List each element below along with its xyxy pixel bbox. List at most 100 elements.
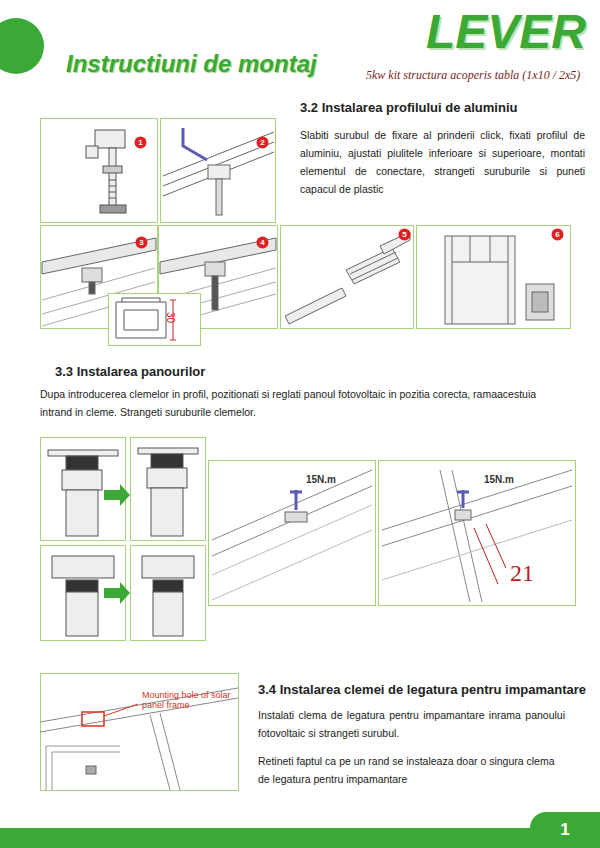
roof-hook-drawing — [103, 166, 122, 173]
paragraph: Slabiti surubul de fixare al prinderii c… — [300, 126, 585, 198]
rail-fixing-drawing — [216, 179, 222, 215]
grounding-clamp-drawing — [40, 688, 238, 790]
rail-fixing-drawing — [208, 165, 230, 179]
grounding-clamp-drawing — [40, 688, 238, 732]
frame-border — [209, 461, 376, 606]
callout-text: 6 — [551, 228, 564, 241]
callout-number: 4 — [256, 236, 269, 249]
roof-hook-drawing — [86, 146, 98, 158]
callout-circle — [552, 229, 564, 241]
frame-border — [417, 226, 571, 329]
page-title: Instructiuni de montaj — [66, 50, 317, 78]
rail-on-roof-drawing — [205, 262, 225, 276]
profile-section-drawing — [109, 294, 201, 346]
clamp-section-drawing — [66, 592, 98, 636]
panel-clamp-drawing — [440, 470, 482, 602]
grounding-clamp-drawing — [104, 704, 138, 716]
panel-clamp-drawing — [457, 490, 469, 508]
roof-hook-drawing — [109, 180, 116, 198]
clamp-section-drawing — [153, 592, 183, 636]
page-decoration — [0, 18, 600, 848]
clamp-section-drawing — [138, 448, 198, 454]
callout-circle — [257, 137, 269, 149]
paragraph: Dupa introducerea clemelor in profil, po… — [40, 385, 560, 421]
panel-clamp-drawing — [212, 470, 572, 602]
step-arrow — [104, 582, 130, 604]
rail-end-cap-drawing — [445, 236, 554, 324]
callout-circle — [257, 237, 269, 249]
callout-circle — [399, 229, 411, 241]
frame-border — [41, 438, 126, 541]
profile-section-drawing — [109, 294, 201, 346]
frame-border — [41, 674, 239, 791]
callout-text: 1 — [134, 136, 147, 149]
clamp-section-drawing — [142, 556, 194, 578]
rail-fixing-drawing — [183, 128, 207, 160]
paragraph: Instalati clema de legatura pentru impam… — [258, 706, 565, 742]
rail-on-roof-drawing — [89, 282, 95, 294]
grounding-clamp-drawing — [150, 713, 180, 790]
rail-on-roof-drawing — [82, 268, 102, 282]
frame-border — [161, 119, 276, 223]
dimension: 30 — [165, 312, 176, 323]
callout-text: 2 — [256, 136, 269, 149]
page-number-tab: 1 — [530, 812, 600, 848]
panel-clamp-drawing — [285, 512, 307, 522]
rail-fixing-drawing — [163, 128, 274, 215]
section-heading: 3.4 Instalarea clemei de legatura pentru… — [258, 682, 586, 697]
step-arrow — [104, 484, 130, 604]
rail-connector-drawing — [285, 288, 346, 324]
panel-clamp-drawing — [382, 520, 572, 580]
callout-text: 5 — [398, 228, 411, 241]
roof-hook-drawing — [100, 205, 126, 213]
callout-number: 2 — [256, 136, 269, 149]
torque-value: 15N.m — [484, 474, 514, 485]
paragraph: Retineti faptul ca pe un rand se instale… — [258, 752, 565, 788]
page-decoration — [0, 18, 44, 74]
roof-hook-drawing — [86, 130, 126, 213]
subtitle: 5kw kit structura acoperis tabla (1x10 /… — [366, 68, 580, 83]
clamp-section-drawing — [52, 556, 114, 578]
panel-clamp-drawing — [290, 490, 302, 510]
rail-on-roof-drawing — [212, 276, 218, 310]
page-decoration — [0, 828, 600, 848]
rail-end-cap-drawing — [532, 292, 548, 312]
callout-number: 3 — [135, 236, 148, 249]
section-heading: 3.2 Instalarea profilului de aluminiu — [300, 100, 517, 115]
clamp-section-drawing — [66, 490, 98, 536]
clamp-section-drawing — [48, 448, 198, 636]
panel-clamp-drawing — [212, 505, 372, 600]
frame-border — [41, 119, 158, 223]
rail-end-cap-drawing — [445, 236, 515, 324]
panel-clamp-drawing — [212, 470, 372, 556]
panel-clamp-drawing — [474, 524, 506, 584]
callout-label: Mounting hole of solar panel frame — [142, 690, 234, 710]
section-heading: 3.3 Instalarea panourilor — [55, 364, 205, 379]
profile-section-drawing — [116, 298, 166, 338]
clamp-section-drawing — [48, 450, 118, 456]
callout-circle — [136, 237, 148, 249]
rail-end-cap-drawing — [526, 284, 554, 320]
callout-circle — [135, 137, 147, 149]
clamp-section-drawing — [151, 454, 183, 468]
panel-clamp-drawing — [455, 510, 471, 520]
grounding-clamp-drawing — [86, 766, 96, 774]
callout-number: 1 — [134, 136, 147, 149]
clamp-section-drawing — [147, 468, 187, 488]
callout-text: 4 — [256, 236, 269, 249]
callout-number: 6 — [551, 228, 564, 241]
frame-border — [131, 546, 206, 641]
rail-connector-drawing — [350, 252, 398, 280]
brand-logo: LEVER — [426, 4, 586, 59]
grounding-clamp-drawing — [46, 746, 120, 790]
rail-connector-drawing — [346, 248, 400, 284]
page-number: 1 — [530, 812, 600, 848]
clamp-section-drawing — [151, 488, 183, 536]
frame-border — [379, 461, 576, 606]
dimension: 21 — [510, 560, 534, 587]
callout-text: 3 — [135, 236, 148, 249]
frame-border — [281, 226, 414, 329]
roof-hook-drawing — [109, 148, 116, 208]
clamp-section-drawing — [153, 580, 183, 592]
grounding-clamp-drawing — [82, 712, 104, 726]
